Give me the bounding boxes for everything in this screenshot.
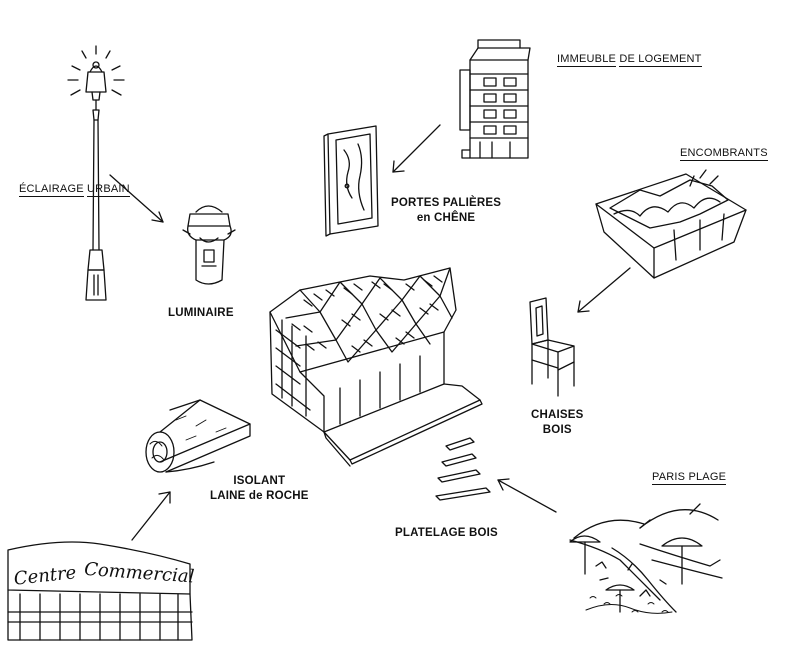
pavilion-illustration (269, 267, 483, 467)
label-luminaire: LUMINAIRE (168, 306, 234, 321)
label-platelage-bois: PLATELAGE BOIS (395, 526, 498, 541)
label-isolant-line1: ISOLANT (233, 475, 286, 487)
label-immeuble-line1: IMMEUBLE (557, 53, 617, 67)
arrow-building-to-door (392, 124, 441, 173)
label-encombrants-text: ENCOMBRANTS (680, 147, 768, 161)
label-paris-plage-text: PARIS PLAGE (652, 471, 727, 485)
arrow-mall-to-insulation (131, 491, 171, 541)
label-chaises-bois: CHAISES BOIS (531, 408, 584, 438)
arrow-lamp-to-luminaire (109, 174, 164, 223)
label-platelage-text: PLATELAGE BOIS (395, 527, 498, 539)
arrow-beach-to-planks (497, 478, 557, 513)
label-eclairage-line2: URBAIN (87, 183, 130, 197)
arrow-dumpster-to-chair (577, 267, 631, 313)
oak-door-illustration (323, 125, 379, 237)
label-encombrants: ENCOMBRANTS (680, 146, 768, 163)
label-chaises-line2: BOIS (542, 424, 572, 436)
label-isolant-line2: LAINE de ROCHE (210, 490, 309, 502)
label-immeuble-line2: DE LOGEMENT (619, 53, 702, 67)
label-immeuble-logement: IMMEUBLE DE LOGEMENT (557, 52, 702, 69)
label-chaises-line1: CHAISES (531, 409, 584, 421)
mall-sign-word-commercial: Commercial (83, 559, 195, 588)
paris-plage-illustration (569, 503, 723, 614)
insulation-roll-illustration (145, 399, 251, 473)
wooden-chair-illustration (529, 297, 575, 397)
luminaire-illustration (182, 205, 236, 285)
label-portes-line2: en CHÊNE (416, 212, 476, 224)
dumpster-illustration (595, 169, 747, 279)
shopping-mall-illustration (7, 541, 193, 641)
label-isolant: ISOLANT LAINE de ROCHE (210, 474, 309, 504)
apartment-building-illustration (459, 39, 531, 159)
street-lamp-illustration (67, 45, 125, 301)
label-portes-line1: PORTES PALIÈRES (391, 197, 502, 209)
mall-sign-word-centre: Centre (13, 562, 77, 589)
label-paris-plage: PARIS PLAGE (652, 470, 727, 487)
label-luminaire-text: LUMINAIRE (168, 307, 234, 319)
wood-planks-illustration (435, 437, 491, 501)
label-portes-palieres: PORTES PALIÈRES en CHÊNE (391, 196, 501, 226)
label-eclairage-urbain: ÉCLAIRAGE URBAIN (19, 182, 130, 199)
label-eclairage-line1: ÉCLAIRAGE (19, 183, 84, 197)
